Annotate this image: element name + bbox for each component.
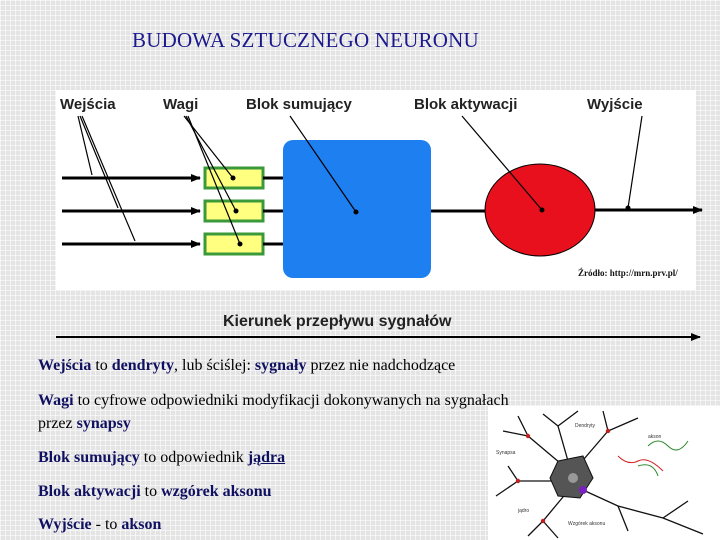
- sum-block: [283, 140, 431, 278]
- neuron-illustration: [495, 410, 704, 539]
- biological-neuron-image: Dendryty akson Synapsa jądro Wzgórek aks…: [488, 406, 720, 540]
- header-weights: Wagi: [163, 96, 199, 113]
- label-dendrites: Dendryty: [575, 423, 596, 429]
- source-note: Źródło: http://mrn.prv.pl/: [578, 268, 678, 278]
- header-output: Wyjście: [587, 96, 643, 113]
- page-title: BUDOWA SZTUCZNEGO NEURONU: [132, 28, 479, 52]
- label-axon-hillock: Wzgórek aksonu: [568, 521, 606, 527]
- header-activation-block: Blok aktywacji: [414, 96, 518, 113]
- desc-output: Wyjście - to akson: [38, 516, 162, 533]
- desc-activation-block: Blok aktywacji to wzgórek aksonu: [38, 483, 272, 500]
- desc-sum-block: Blok sumujący to odpowiednik jądra: [38, 449, 286, 466]
- label-axon: akson: [648, 434, 662, 440]
- header-sum-block: Blok sumujący: [246, 96, 352, 113]
- axon-hillock-dot: [579, 486, 587, 494]
- flow-direction-label: Kierunek przepływu sygnałów: [223, 313, 452, 330]
- desc-weights-line2: przez synapsy: [38, 415, 131, 432]
- label-nucleus: jądro: [518, 508, 530, 514]
- desc-inputs: Wejścia to dendryty, lub ściślej: sygnał…: [38, 357, 456, 374]
- label-synapse: Synapsa: [496, 450, 516, 456]
- header-inputs: Wejścia: [60, 96, 116, 113]
- desc-weights: Wagi to cyfrowe odpowiedniki modyfikacji…: [38, 392, 509, 409]
- weight-box-3: [203, 232, 265, 256]
